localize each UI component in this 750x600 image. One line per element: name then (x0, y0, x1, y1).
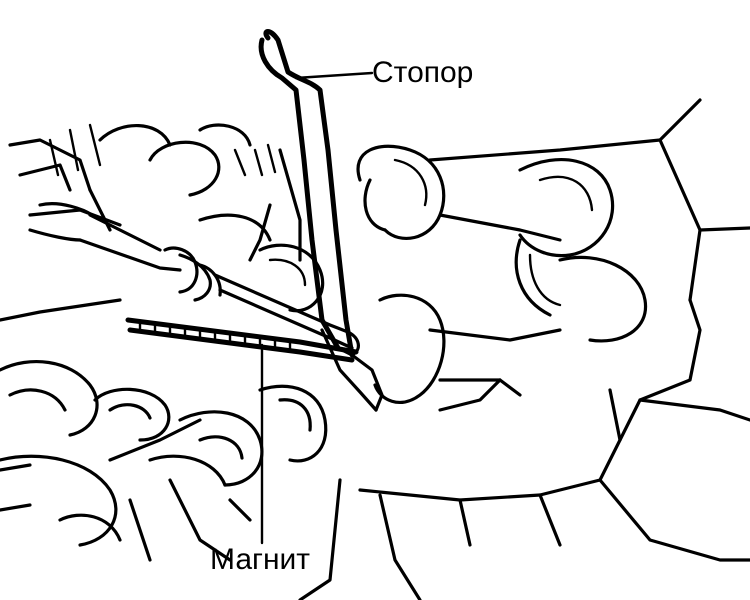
lower-tappets (0, 359, 328, 562)
left-valve-assembly (8, 123, 325, 313)
leader-lines (260, 71, 374, 545)
camshaft (356, 144, 648, 412)
cylinder-head-outline (0, 98, 750, 600)
screwdriver (28, 202, 360, 357)
magnet-tool (125, 317, 359, 363)
magnet-label: Магнит (210, 543, 311, 576)
stopper-leader-line (294, 71, 374, 80)
stopper-label: Стопор (372, 56, 474, 89)
